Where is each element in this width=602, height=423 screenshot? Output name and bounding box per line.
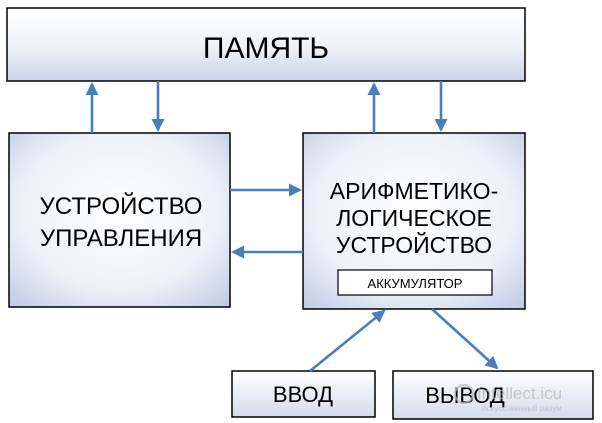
control-unit-block: УСТРОЙСТВО УПРАВЛЕНИЯ <box>8 132 231 308</box>
watermark-main: Intellect.icu <box>477 384 562 403</box>
alu-label-line2: ЛОГИЧЕСКОЕ <box>336 205 492 231</box>
control-unit-label-line1: УСТРОЙСТВО <box>40 192 203 220</box>
watermark-logo-icon <box>454 384 474 404</box>
accumulator-label: АККУМУЛЯТОР <box>368 276 463 291</box>
alu-label-line1: АРИФМЕТИКО- <box>330 178 498 204</box>
control-unit-label-line2: УПРАВЛЕНИЯ <box>40 225 202 252</box>
arrow-input-to-alu <box>309 309 386 373</box>
accumulator-block: АККУМУЛЯТОР <box>337 269 493 296</box>
arrows <box>85 81 499 373</box>
memory-label: ПАМЯТЬ <box>203 32 329 65</box>
output-block: ВЫВОД <box>392 370 594 420</box>
input-block: ВВОД <box>231 370 376 418</box>
watermark-sub: Искусственный разум <box>481 404 562 413</box>
alu-label-line3: УСТРОЙСТВО <box>336 231 492 258</box>
memory-block: ПАМЯТЬ <box>6 7 526 82</box>
arrow-alu-to-output <box>431 308 499 370</box>
input-label: ВВОД <box>273 382 333 407</box>
watermark: Intellect.icu Искусственный разум <box>454 384 562 413</box>
